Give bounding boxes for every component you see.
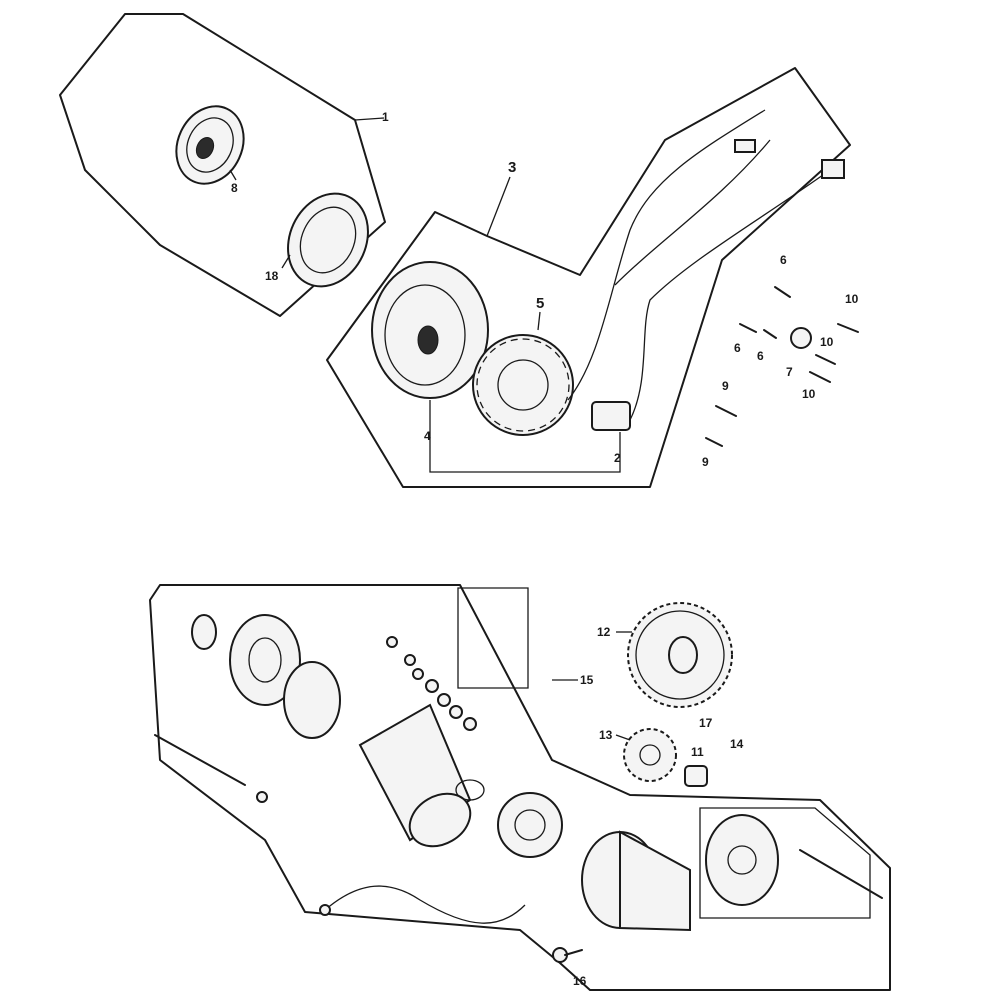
group-1-cover-outline: [59, 13, 386, 317]
callout-9-bottom: 9: [702, 455, 709, 469]
callout-2: 2: [614, 451, 621, 465]
pulser-coil-part: [591, 401, 631, 431]
gear-shaft-11: [684, 765, 708, 787]
callout-3: 3: [508, 159, 516, 176]
bearing-part: [175, 105, 245, 185]
callout-9-top: 9: [722, 379, 729, 393]
flywheel-part: [371, 261, 489, 399]
starter-gear-13: [623, 728, 677, 782]
callout-10-mid: 10: [820, 335, 834, 349]
brush-holder-part: [497, 792, 563, 858]
oil-seal-part: [287, 192, 369, 288]
callout-1: 1: [382, 110, 389, 124]
fastener-bolts: [705, 286, 859, 447]
washer-stack: [386, 636, 477, 731]
bolt-16: [552, 947, 583, 963]
callout-11: 11: [691, 745, 704, 759]
starter-gear-12: [627, 602, 733, 708]
callout-4: 4: [424, 429, 431, 443]
callout-13: 13: [599, 728, 613, 742]
callout-16: 16: [573, 974, 587, 988]
callout-10-bottom: 10: [802, 387, 816, 401]
starter-cover-part: [191, 614, 341, 739]
solenoid-part: [581, 830, 691, 932]
callout-7: 7: [786, 365, 793, 379]
callout-14: 14: [730, 737, 744, 751]
group-3-magneto-outline: [326, 67, 851, 488]
callout-10-top: 10: [845, 292, 859, 306]
through-bolt-left: [154, 734, 268, 803]
starter-motor-part: [358, 703, 485, 848]
callout-17: 17: [699, 716, 713, 730]
callout-6-top: 6: [780, 253, 787, 267]
callout-12: 12: [597, 625, 611, 639]
callout-15: 15: [580, 673, 594, 687]
group-15-starter-outline: [149, 584, 891, 991]
callout-6-right: 6: [757, 349, 764, 363]
callout-5: 5: [536, 295, 544, 312]
callout-18: 18: [265, 269, 279, 283]
starter-cable: [319, 885, 526, 924]
callout-6-left: 6: [734, 341, 741, 355]
end-cover-part: [705, 814, 883, 906]
wiring-harness: [567, 109, 845, 421]
stator-coil-part: [472, 334, 574, 436]
callout-8: 8: [231, 181, 238, 195]
